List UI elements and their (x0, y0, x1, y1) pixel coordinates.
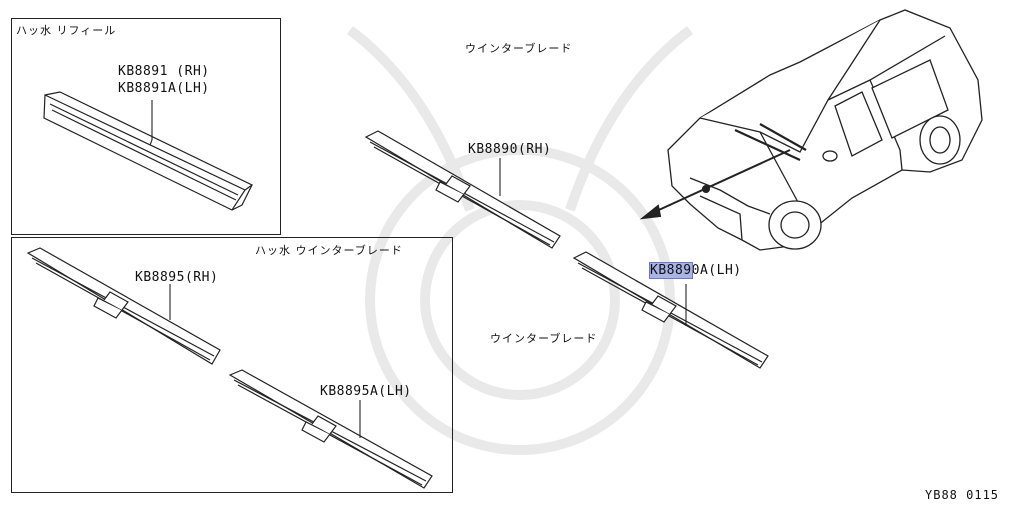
refill-group-box (11, 18, 281, 235)
blade-rh (364, 130, 561, 249)
vehicle-illustration (667, 9, 983, 251)
blade-lh (572, 251, 769, 369)
main-label-bottom: ウインターブレード (490, 332, 598, 345)
part-number-kb8891a-lh[interactable]: KB8891A(LH) (118, 81, 210, 96)
main-label-top: ウインターブレード (465, 42, 573, 55)
part-number-kb8895-rh[interactable]: KB8895(RH) (135, 270, 219, 285)
part-number-kb8895a-lh[interactable]: KB8895A(LH) (320, 384, 412, 399)
winter-group-title: ハッ水 ウインターブレード (255, 244, 403, 257)
refill-strip (43, 91, 254, 211)
part-number-kb8891-rh[interactable]: KB8891 (RH) (118, 64, 210, 79)
winter-group-box (11, 237, 453, 493)
pointer-arrow (639, 149, 791, 220)
part-number-kb8890-rh[interactable]: KB8890(RH) (468, 142, 552, 157)
diagram-code: YB88 0115 (925, 488, 1000, 502)
part-number-highlight: KB889 (649, 262, 693, 279)
leader-lines (149, 100, 687, 438)
part-number-kb8890a-lh[interactable]: KB8890A(LH) (649, 262, 742, 279)
part-number-suffix: 0A(LH) (691, 263, 742, 278)
refill-group-title: ハッ水 リフィール (16, 24, 117, 37)
winter-blade-rh (26, 247, 221, 365)
winter-blade-lh (228, 369, 433, 489)
